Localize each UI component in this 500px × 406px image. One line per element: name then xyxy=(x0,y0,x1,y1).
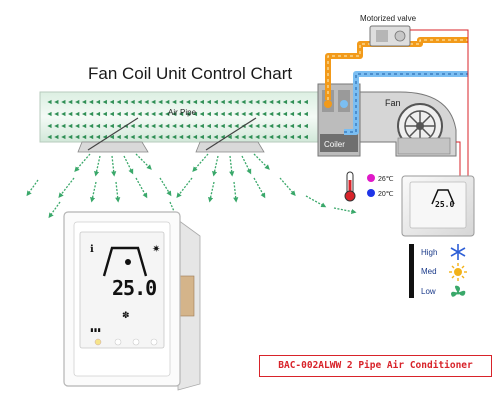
product-name-box: BAC-002ALWW 2 Pipe Air Conditioner xyxy=(259,355,492,377)
small-thermostat-readout: 25.0 xyxy=(435,200,455,209)
coiler-label: Coiler xyxy=(324,140,345,149)
motorized-valve-label: Motorized valve xyxy=(360,14,417,23)
fan-speed-slider xyxy=(409,244,414,298)
svg-text:◄◄◄◄◄◄◄◄◄◄◄◄◄◄◄◄◄◄◄◄◄◄◄◄◄◄◄◄◄◄: ◄◄◄◄◄◄◄◄◄◄◄◄◄◄◄◄◄◄◄◄◄◄◄◄◄◄◄◄◄◄◄◄◄◄◄◄◄◄ xyxy=(46,134,309,141)
diffuser-left xyxy=(77,117,149,153)
air-pipe-label: Air Pipe xyxy=(168,108,197,117)
air-duct: ◄◄◄◄◄◄◄◄◄◄◄◄◄◄◄◄◄◄◄◄◄◄◄◄◄◄◄◄◄◄◄◄◄◄◄◄◄◄ ◄… xyxy=(39,91,327,143)
thermostat-touch-keys xyxy=(94,338,158,346)
thermostat-screen xyxy=(79,231,165,349)
hot-temperature-label: 26℃ xyxy=(378,176,394,183)
svg-text:◄◄◄◄◄◄◄◄◄◄◄◄◄◄◄◄◄◄◄◄◄◄◄◄◄◄◄◄◄◄: ◄◄◄◄◄◄◄◄◄◄◄◄◄◄◄◄◄◄◄◄◄◄◄◄◄◄◄◄◄◄◄◄◄◄◄◄◄◄ xyxy=(46,111,309,118)
thermostat-device: ℹ ✷ ✽ ∎∎∎ xyxy=(63,211,201,391)
svg-text:◄◄◄◄◄◄◄◄◄◄◄◄◄◄◄◄◄◄◄◄◄◄◄◄◄◄◄◄◄◄: ◄◄◄◄◄◄◄◄◄◄◄◄◄◄◄◄◄◄◄◄◄◄◄◄◄◄◄◄◄◄◄◄◄◄◄◄◄◄ xyxy=(46,99,309,106)
control-wires xyxy=(410,29,469,178)
svg-text:∎∎∎: ∎∎∎ xyxy=(90,327,101,334)
airflow-arrows-down xyxy=(26,153,357,219)
chart-title: Fan Coil Unit Control Chart xyxy=(88,64,293,83)
diffuser-right xyxy=(195,117,265,153)
fan-speed-med-label: Med xyxy=(421,267,437,276)
svg-text:◄◄◄◄◄◄◄◄◄◄◄◄◄◄◄◄◄◄◄◄◄◄◄◄◄◄◄◄◄◄: ◄◄◄◄◄◄◄◄◄◄◄◄◄◄◄◄◄◄◄◄◄◄◄◄◄◄◄◄◄◄◄◄◄◄◄◄◄◄ xyxy=(46,123,309,130)
coiler-block xyxy=(320,134,358,152)
svg-text:ℹ: ℹ xyxy=(90,244,94,255)
product-name: BAC-002ALWW 2 Pipe Air Conditioner xyxy=(278,360,473,371)
cold-temperature-label: 20℃ xyxy=(378,191,394,198)
snowflake-icon xyxy=(450,244,466,260)
small-thermostat xyxy=(401,175,475,237)
cold-dot-icon xyxy=(367,189,375,197)
fan-icon xyxy=(451,285,466,297)
airflow-arrows-in-duct: ◄◄◄◄◄◄◄◄◄◄◄◄◄◄◄◄◄◄◄◄◄◄◄◄◄◄◄◄◄◄◄◄◄◄◄◄◄◄ ◄… xyxy=(46,99,309,141)
hot-dot-icon xyxy=(367,174,375,182)
motorized-valve xyxy=(369,25,411,47)
sun-icon xyxy=(449,263,467,281)
thermometer-icon xyxy=(344,171,356,202)
fan-speed-low-label: Low xyxy=(421,287,436,296)
fan-speed-high-label: High xyxy=(421,248,438,257)
fan-label: Fan xyxy=(385,98,401,108)
svg-text:✷: ✷ xyxy=(152,244,160,255)
thermostat-temperature-readout: 25.0 xyxy=(112,276,157,300)
svg-text:✽: ✽ xyxy=(122,310,130,320)
warm-pipe xyxy=(325,37,468,100)
cool-pipe xyxy=(344,71,468,135)
